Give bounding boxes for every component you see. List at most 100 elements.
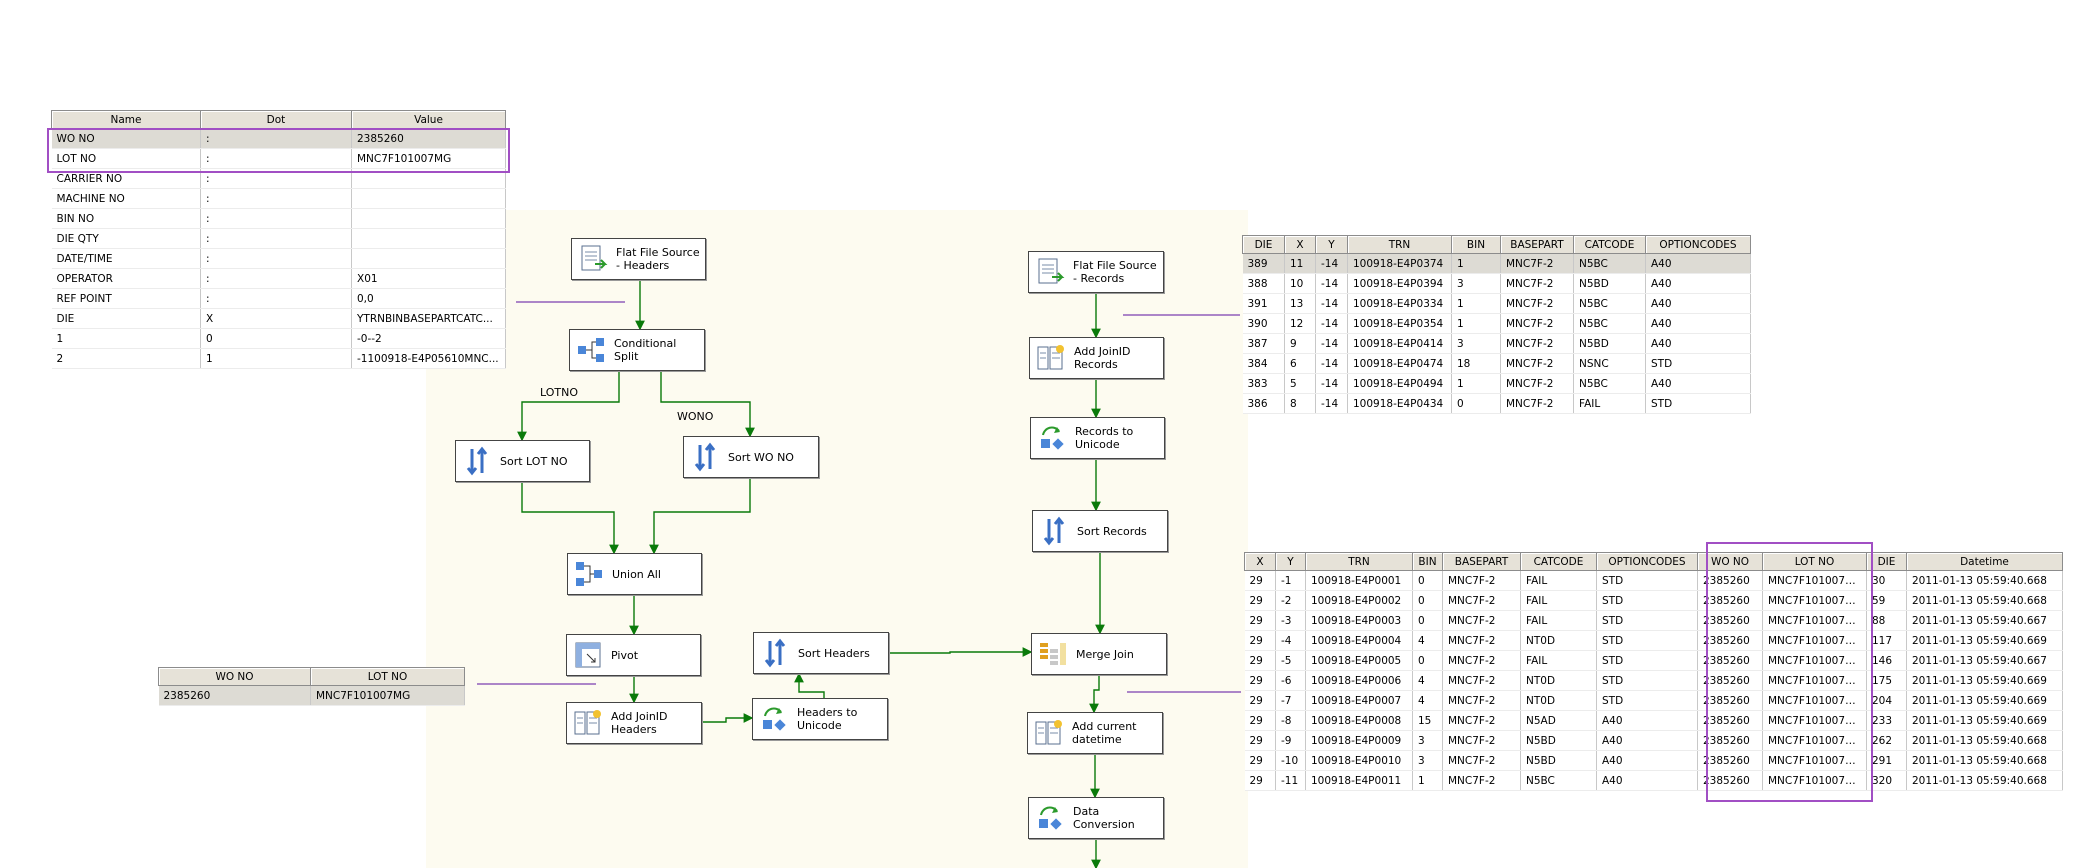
table-cell: 29 bbox=[1244, 590, 1276, 611]
records-to-unicode-node[interactable]: Records to Unicode bbox=[1030, 417, 1165, 459]
column-header[interactable]: WO NO bbox=[1697, 552, 1763, 571]
table-cell: 100918-E4P0007 bbox=[1305, 690, 1413, 711]
column-header[interactable]: BIN bbox=[1412, 552, 1443, 571]
column-header[interactable]: Name bbox=[51, 110, 201, 129]
table-cell: MNC7F-2 bbox=[1500, 353, 1574, 374]
column-header[interactable]: Datetime bbox=[1906, 552, 2063, 571]
column-header[interactable]: WO NO bbox=[158, 667, 311, 686]
node-label: Merge Join bbox=[1076, 647, 1134, 661]
pivot-node[interactable]: Pivot bbox=[566, 634, 701, 676]
table-cell: : bbox=[200, 128, 352, 149]
table-cell: 100918-E4P0374 bbox=[1347, 253, 1452, 274]
table-cell: : bbox=[200, 168, 352, 189]
column-header[interactable]: LOT NO bbox=[310, 667, 465, 686]
table-cell: N5BC bbox=[1573, 293, 1646, 314]
column-header[interactable]: BASEPART bbox=[1442, 552, 1521, 571]
table-cell: MNC7F101007MG bbox=[1762, 710, 1867, 731]
column-header[interactable]: Dot bbox=[200, 110, 352, 129]
sort-wo-no-node[interactable]: Sort WO NO bbox=[683, 436, 819, 478]
table-cell: 2385260 bbox=[1697, 650, 1763, 671]
table-row[interactable]: MACHINE NO: bbox=[51, 188, 506, 209]
column-header[interactable]: DIE bbox=[1866, 552, 1907, 571]
column-header[interactable]: Y bbox=[1275, 552, 1306, 571]
column-header[interactable]: OPTIONCODES bbox=[1596, 552, 1698, 571]
table-row[interactable]: CARRIER NO: bbox=[51, 168, 506, 189]
sort-lot-no-node[interactable]: Sort LOT NO bbox=[455, 440, 590, 482]
data-conversion-node[interactable]: Data Conversion bbox=[1028, 797, 1164, 839]
sort-records-node[interactable]: Sort Records bbox=[1032, 510, 1168, 552]
column-header[interactable]: BASEPART bbox=[1500, 235, 1574, 254]
column-header[interactable]: X bbox=[1284, 235, 1316, 254]
union-all-node[interactable]: Union All bbox=[567, 553, 702, 595]
add-joinid-records-node[interactable]: Add JoinID Records bbox=[1029, 337, 1164, 379]
table-cell: 4 bbox=[1412, 630, 1443, 651]
table-row[interactable]: REF POINT:0,0 bbox=[51, 288, 506, 309]
flat-file-source-headers-node[interactable]: Flat File Source - Headers bbox=[571, 238, 706, 280]
table-cell: MNC7F101007MG bbox=[1762, 670, 1867, 691]
column-header[interactable]: CATCODE bbox=[1520, 552, 1597, 571]
add-joinid-headers-node[interactable]: Add JoinID Headers bbox=[566, 702, 702, 744]
table-cell: 12 bbox=[1284, 313, 1316, 334]
table-cell: 0 bbox=[200, 328, 352, 349]
table-row[interactable]: WO NO:2385260 bbox=[51, 128, 506, 149]
table-row[interactable]: BIN NO: bbox=[51, 208, 506, 229]
table-cell: A40 bbox=[1645, 313, 1751, 334]
table-cell: WO NO bbox=[51, 128, 201, 149]
column-header[interactable]: BIN bbox=[1451, 235, 1501, 254]
table-cell: MNC7F-2 bbox=[1500, 373, 1574, 394]
table-cell: 146 bbox=[1866, 650, 1907, 671]
conditional-split-node[interactable]: Conditional Split bbox=[569, 329, 705, 371]
flat-file-source-records-node[interactable]: Flat File Source - Records bbox=[1028, 251, 1164, 293]
column-header[interactable]: Y bbox=[1315, 235, 1348, 254]
column-header[interactable]: X bbox=[1244, 552, 1276, 571]
merge-join-node[interactable]: Merge Join bbox=[1031, 633, 1167, 675]
column-header[interactable]: CATCODE bbox=[1573, 235, 1646, 254]
table-cell: MNC7F101007MG bbox=[351, 148, 506, 169]
sort-icon bbox=[690, 442, 720, 472]
column-header[interactable]: DIE bbox=[1242, 235, 1285, 254]
column-header[interactable]: LOT NO bbox=[1762, 552, 1867, 571]
table-cell: 100918-E4P0010 bbox=[1305, 750, 1413, 771]
table-row[interactable]: DIE QTY: bbox=[51, 228, 506, 249]
headers-to-unicode-node[interactable]: Headers to Unicode bbox=[752, 698, 888, 740]
add-current-datetime-node[interactable]: Add current datetime bbox=[1027, 712, 1163, 754]
table-row[interactable]: LOT NO:MNC7F101007MG bbox=[51, 148, 506, 169]
sort-headers-node[interactable]: Sort Headers bbox=[753, 632, 889, 674]
table-cell: 2 bbox=[51, 348, 201, 369]
column-header[interactable]: OPTIONCODES bbox=[1645, 235, 1751, 254]
table-cell: : bbox=[200, 268, 352, 289]
column-header[interactable]: Value bbox=[351, 110, 506, 129]
table-row[interactable]: DATE/TIME: bbox=[51, 248, 506, 269]
table-row[interactable]: OPERATOR:X01 bbox=[51, 268, 506, 289]
table-cell: -2 bbox=[1275, 590, 1306, 611]
column-header[interactable]: TRN bbox=[1305, 552, 1413, 571]
column-header[interactable]: TRN bbox=[1347, 235, 1452, 254]
table-cell: MNC7F-2 bbox=[1442, 690, 1521, 711]
